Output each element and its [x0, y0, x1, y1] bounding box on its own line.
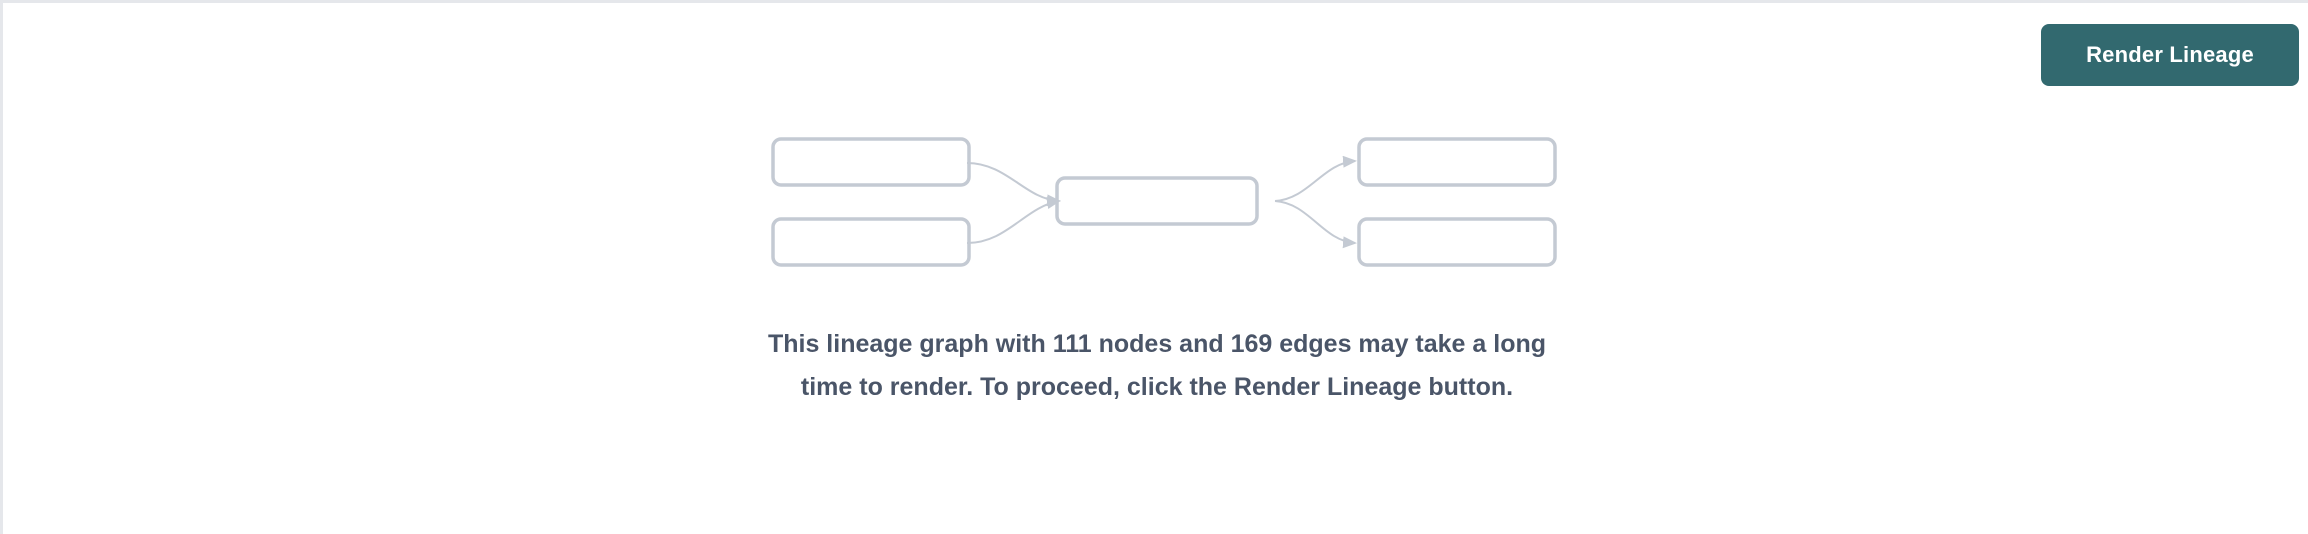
graph-node-center: [1055, 176, 1259, 226]
graph-node-left-bottom: [771, 217, 971, 267]
edge-group: [966, 155, 1357, 249]
node-group: [771, 137, 1557, 267]
graph-node-left-top: [771, 137, 971, 187]
graph-node-right-top: [1357, 137, 1557, 187]
edge-center-to-right-bottom: [1274, 200, 1357, 249]
edge-left-top-to-center: [966, 162, 1061, 207]
edge-center-to-right-top: [1274, 155, 1357, 202]
edge-left-bottom-to-center: [966, 197, 1061, 244]
lineage-graph-icon: [771, 137, 1557, 267]
lineage-empty-state: This lineage graph with 111 nodes and 16…: [3, 121, 2308, 409]
render-lineage-button[interactable]: Render Lineage: [2041, 24, 2299, 86]
lineage-warning-message: This lineage graph with 111 nodes and 16…: [767, 330, 1547, 401]
graph-node-right-bottom: [1357, 217, 1557, 267]
